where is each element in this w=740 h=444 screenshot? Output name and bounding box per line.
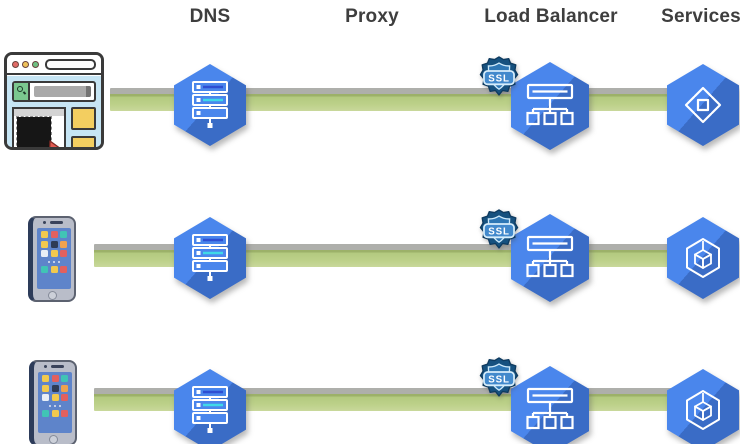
column-header-proxy: Proxy [345, 6, 399, 27]
compute-service-icon [667, 64, 739, 146]
phone-speaker [50, 221, 63, 224]
search-icon [14, 82, 30, 100]
phone-screen [37, 228, 71, 289]
browser-image-panel [12, 106, 66, 147]
web-browser-illustration [4, 52, 104, 150]
ssl-label: SSL [488, 375, 510, 386]
ssl-label: SSL [488, 74, 510, 85]
column-header-load-balancer: Load Balancer [484, 6, 618, 27]
yellow-card-top [71, 106, 96, 130]
phone-home-button [49, 434, 58, 444]
browser-titlebar [7, 55, 101, 75]
load-balancer-icon [511, 366, 589, 444]
browser-search-bar [12, 80, 96, 102]
browser-address-pill [45, 58, 96, 70]
ssl-label: SSL [488, 227, 510, 238]
phone-home-button [48, 290, 57, 300]
column-header-dns: DNS [189, 6, 231, 27]
browser-content-area [12, 106, 96, 147]
panel-gray-strip [14, 108, 64, 116]
container-service-icon [667, 369, 739, 444]
load-balancer-icon [511, 214, 589, 302]
smartphone-illustration [28, 216, 76, 302]
panel-image-placeholder [16, 115, 52, 147]
container-service-icon [667, 217, 739, 299]
column-header-services: Services [661, 6, 740, 27]
phone-screen [38, 372, 72, 433]
browser-minimize-dot [22, 60, 29, 68]
ssl-shield-icon: SSL [476, 207, 522, 257]
ssl-shield-icon: SSL [476, 355, 522, 405]
cloud-dns-icon [174, 217, 246, 299]
smartphone-illustration [29, 360, 77, 444]
ssl-shield-icon: SSL [476, 54, 522, 104]
cloud-dns-icon [174, 64, 246, 146]
cursor-arrow-icon [49, 139, 61, 147]
browser-close-dot [12, 60, 19, 68]
browser-side-column [71, 106, 96, 147]
browser-maximize-dot [32, 60, 39, 68]
yellow-card-bottom [71, 135, 96, 147]
cloud-dns-icon [174, 369, 246, 444]
browser-page-body [7, 75, 101, 147]
phone-camera-dot [43, 221, 46, 224]
phone-speaker [51, 365, 64, 368]
load-balancer-icon [511, 62, 589, 150]
search-input-bar [33, 85, 91, 97]
phone-camera-dot [44, 365, 47, 368]
